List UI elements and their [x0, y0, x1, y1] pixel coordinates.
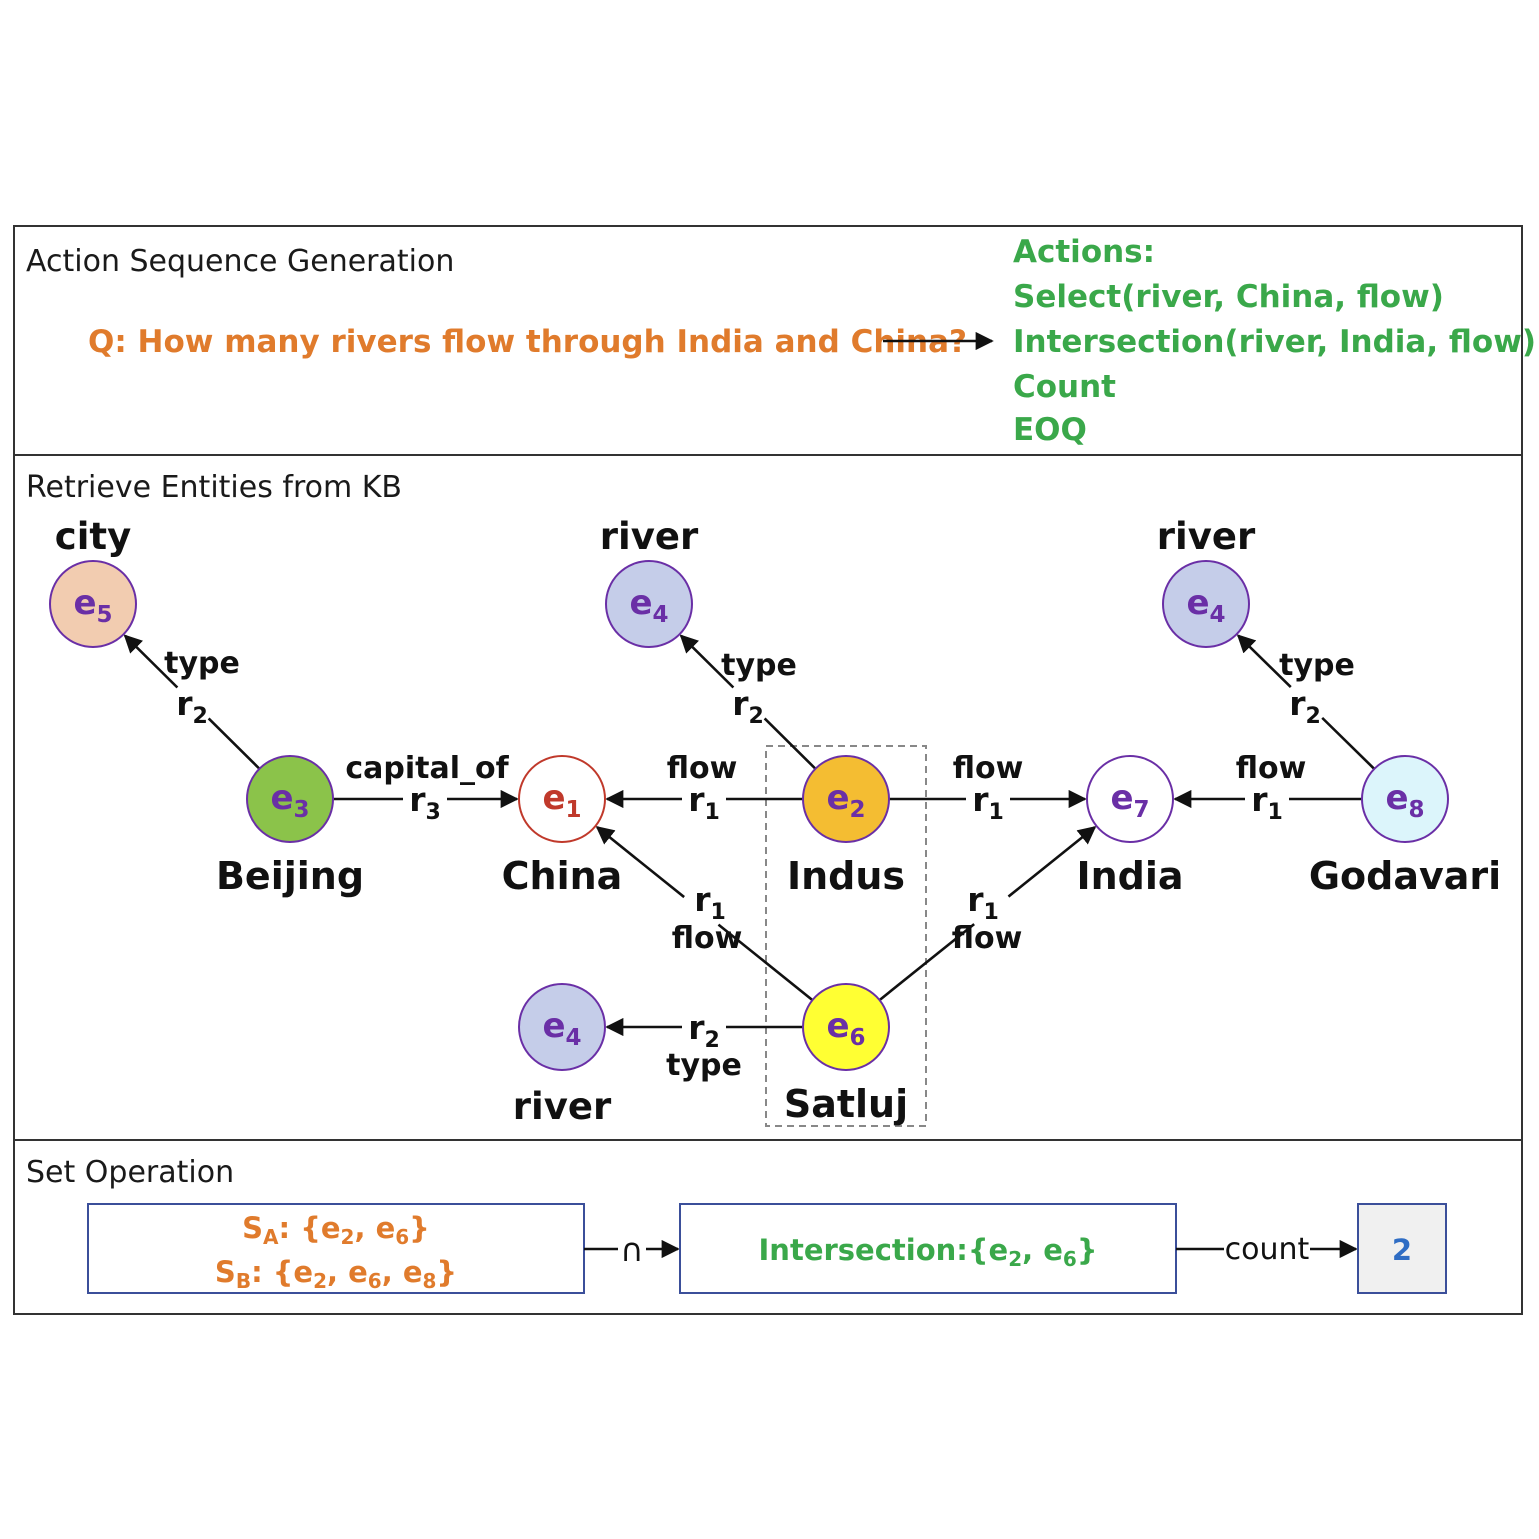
- action-line: EOQ: [1013, 412, 1087, 448]
- entity-name-label: Indus: [787, 854, 905, 898]
- edge-relation-label: r2: [732, 684, 764, 729]
- entity-node: [1361, 755, 1449, 843]
- intersect-symbol: ∩: [620, 1231, 643, 1269]
- edge-line: [878, 923, 975, 1002]
- highlight-box: [765, 745, 927, 1127]
- entity-node: [49, 560, 137, 648]
- edge-relation-label: r1: [688, 780, 720, 825]
- actions-header: Actions:: [1013, 234, 1155, 270]
- entity-id-label: e6: [826, 1006, 865, 1051]
- edge-label: flow: [953, 751, 1024, 786]
- edge-relation-label: r1: [967, 880, 999, 925]
- edge-label: flow: [952, 921, 1023, 956]
- intersection-text: Intersection:{e2, e6}: [759, 1233, 1098, 1271]
- entity-node: [1086, 755, 1174, 843]
- entity-id-label: e8: [1385, 778, 1424, 823]
- edge-line: [717, 923, 814, 1002]
- action-line: Intersection(river, India, flow): [1013, 324, 1536, 360]
- entity-id-label: e5: [73, 583, 112, 628]
- edge-label: flow: [1236, 751, 1307, 786]
- entity-node: [518, 755, 606, 843]
- edge-label: flow: [672, 921, 743, 956]
- action-line: Count: [1013, 369, 1116, 405]
- entity-id-label: e1: [542, 778, 581, 823]
- edge-relation-label: r1: [694, 880, 726, 925]
- edge-line: [1321, 716, 1376, 770]
- result-value: 2: [1392, 1233, 1412, 1267]
- section-title-retrieve: Retrieve Entities from KB: [26, 470, 402, 505]
- edge-relation-label: r2: [176, 684, 208, 729]
- entity-name-label: Beijing: [216, 854, 364, 898]
- edge-line: [763, 717, 817, 770]
- entity-id-label: e4: [1186, 583, 1225, 628]
- edge-relation-label: r1: [972, 780, 1004, 825]
- edge-label: type: [666, 1048, 742, 1083]
- edge-label: type: [164, 646, 240, 681]
- entity-node: [1162, 560, 1250, 648]
- edge-arrow: [679, 634, 735, 689]
- entity-id-label: e7: [1110, 778, 1149, 823]
- edge-label: type: [721, 648, 797, 683]
- edge-arrow: [123, 634, 179, 689]
- entity-type-label: city: [55, 515, 131, 558]
- edge-arrow: [1236, 634, 1292, 689]
- entity-type-label: river: [513, 1085, 612, 1128]
- set-b-text: SB: {e2, e6, e8}: [215, 1255, 457, 1293]
- entity-type-label: river: [1157, 515, 1256, 558]
- edge-arrow: [1007, 826, 1097, 898]
- edge-relation-label: r2: [1289, 684, 1321, 729]
- edge-line: [207, 717, 261, 770]
- entity-id-label: e3: [270, 778, 309, 823]
- entity-name-label: India: [1076, 854, 1183, 898]
- entity-node: [246, 755, 334, 843]
- entity-id-label: e2: [826, 778, 865, 823]
- set-a-text: SA: {e2, e6}: [242, 1211, 430, 1249]
- outer-frame: [13, 225, 1523, 1315]
- section-title-action: Action Sequence Generation: [26, 244, 454, 279]
- edges-layer: r2typer2typer2typer3capital_ofr1flowr1fl…: [123, 634, 1376, 1083]
- count-label: count: [1225, 1232, 1310, 1267]
- edge-label: type: [1279, 648, 1355, 683]
- sets-box: [87, 1203, 585, 1294]
- entity-name-label: Satluj: [784, 1082, 908, 1126]
- edge-label: flow: [667, 751, 738, 786]
- entity-node: [802, 755, 890, 843]
- entity-node: [518, 983, 606, 1071]
- entity-id-label: e4: [542, 1006, 581, 1051]
- entity-node: [605, 560, 693, 648]
- entity-name-label: Godavari: [1309, 854, 1501, 898]
- question-text: Q: How many rivers flow through India an…: [88, 324, 967, 360]
- edge-label: capital_of: [345, 751, 509, 786]
- entity-node: [802, 983, 890, 1071]
- entity-name-label: China: [502, 854, 623, 898]
- intersection-box: [679, 1203, 1177, 1294]
- edge-relation-label: r3: [409, 780, 441, 825]
- edge-relation-label: r1: [1251, 780, 1283, 825]
- edge-arrow: [595, 826, 685, 899]
- action-line: Select(river, China, flow): [1013, 279, 1444, 315]
- entity-id-label: e4: [629, 583, 668, 628]
- section-title-set: Set Operation: [26, 1155, 234, 1190]
- entity-type-label: river: [600, 515, 699, 558]
- result-box: [1357, 1203, 1447, 1294]
- edge-relation-label: r2: [688, 1008, 720, 1053]
